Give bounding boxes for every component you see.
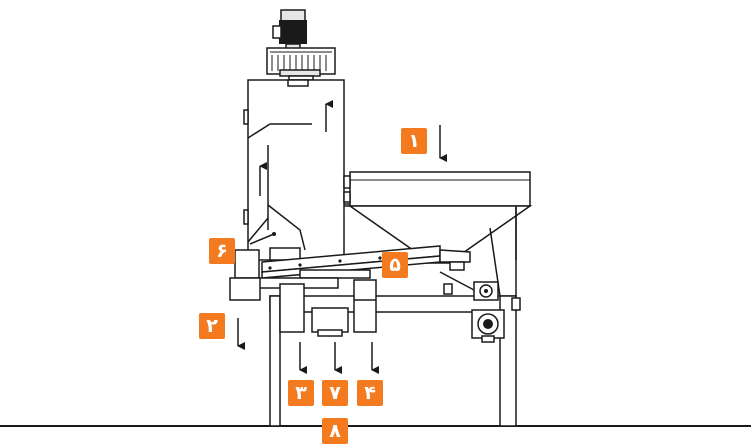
label-8: ۸	[322, 418, 348, 444]
drive-unit	[439, 271, 521, 343]
discharge-chutes	[279, 279, 377, 337]
label-3: ۳	[288, 380, 314, 406]
label-2: ۲	[199, 313, 225, 339]
fan-housing	[266, 47, 336, 81]
aspiration-column	[234, 79, 345, 279]
top-motor	[272, 9, 307, 51]
label-1: ۱	[401, 128, 427, 154]
label-6: ۶	[209, 238, 235, 264]
label-4: ۴	[357, 380, 383, 406]
support-frame	[229, 203, 517, 427]
feed-hopper	[343, 171, 533, 264]
label-7: ۷	[322, 380, 348, 406]
label-5: ۵	[382, 252, 408, 278]
